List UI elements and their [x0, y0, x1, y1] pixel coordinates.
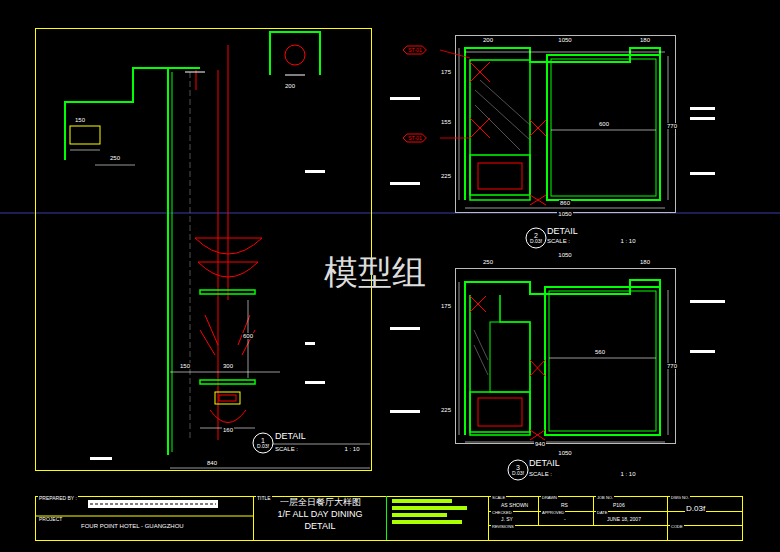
dimension-text: SCALE :	[274, 446, 299, 452]
dimension-text: RS	[560, 503, 569, 508]
detail-number: 1	[252, 437, 274, 444]
dimension-text: TITLE	[256, 496, 272, 501]
dimension-text: 200	[482, 37, 494, 43]
dimension-text: DETAIL	[528, 459, 561, 468]
dimension-text: APPROVED	[541, 511, 565, 515]
material-tag: ST-01	[402, 45, 427, 55]
dimension-text: DRAWN	[541, 496, 558, 500]
dimension-text: 250	[109, 155, 121, 161]
dimension-text: PREPARED BY :	[38, 496, 78, 501]
tag-text: ST-01	[402, 136, 427, 141]
dimension-text: 1 : 10	[343, 446, 360, 452]
dimension-text: CHECKED	[491, 511, 513, 515]
dimension-text: 840	[206, 460, 218, 466]
dimension-text: 180	[639, 259, 651, 265]
dimension-text: DETAIL	[304, 522, 337, 531]
dimension-text: 600	[242, 333, 254, 339]
dimension-text: 180	[639, 37, 651, 43]
detail-number: 3	[507, 464, 529, 471]
material-tag: ST-01	[402, 133, 427, 143]
dimension-text: 225	[440, 407, 452, 413]
dimension-text: 155	[440, 119, 452, 125]
dimension-text: DWG NO.	[670, 496, 690, 500]
dimension-text: 250	[482, 259, 494, 265]
dimension-text: 1 : 10	[619, 238, 636, 244]
dimension-text: 1050	[557, 450, 572, 456]
dimension-text: 225	[440, 173, 452, 179]
dimension-text: SCALE	[491, 496, 506, 500]
dimension-text: 300	[222, 363, 234, 369]
dimension-text: 860	[559, 200, 571, 206]
dimension-text: 560	[594, 349, 606, 355]
dimension-text: CODE	[670, 525, 684, 529]
dimension-text: REVISIONS	[491, 525, 515, 529]
detail-bubble: 1D.03f	[252, 432, 274, 454]
dimension-text: PROJECT	[38, 517, 63, 522]
watermark: 模型组	[323, 255, 427, 289]
sheet-number: D.03f	[507, 471, 529, 476]
dimension-text: 1 : 10	[619, 471, 636, 477]
dimension-text: -	[563, 517, 567, 522]
dimension-text: DATE	[596, 511, 608, 515]
detail-bubble: 3D.03f	[507, 459, 529, 481]
sheet-number: D.03f	[252, 444, 274, 449]
dimension-text: J. SY	[500, 517, 514, 522]
dimension-text: JUNE 18, 2007	[606, 517, 642, 522]
dimension-text: 1/F ALL DAY DINING	[277, 510, 364, 519]
dimension-text: D.03f	[685, 505, 706, 513]
dimension-text: 175	[440, 69, 452, 75]
dimension-text: 175	[440, 303, 452, 309]
dimension-text: AS SHOWN	[500, 503, 529, 508]
dimension-text: SCALE :	[528, 471, 553, 477]
dimension-text: JOB NO.	[596, 496, 614, 500]
dimension-text: 1050	[557, 211, 572, 217]
dimension-text: 940	[534, 441, 546, 447]
dimension-text: 150	[74, 117, 86, 123]
dimension-text: 160	[222, 427, 234, 433]
dimension-text: 1050	[557, 252, 572, 258]
dimension-text: 150	[179, 363, 191, 369]
dimension-text: 600	[598, 121, 610, 127]
dimension-text: 770	[666, 123, 678, 129]
tag-text: ST-01	[402, 48, 427, 53]
dimension-text: FOUR POINT HOTEL - GUANGZHOU	[80, 523, 185, 529]
dimension-text: SCALE :	[546, 238, 571, 244]
dimension-text: 200	[284, 83, 296, 89]
dimension-text: DETAIL	[546, 227, 579, 236]
dimension-text: 一层全日餐厅大样图	[279, 498, 362, 507]
dimension-text: 770	[666, 363, 678, 369]
dimension-text: 1050	[557, 37, 572, 43]
sheet-number: D.03f	[525, 239, 547, 244]
detail-number: 2	[525, 232, 547, 239]
detail-bubble: 2D.03f	[525, 227, 547, 249]
dimension-text: P106	[612, 503, 626, 508]
dimension-text: DETAIL	[274, 432, 307, 441]
